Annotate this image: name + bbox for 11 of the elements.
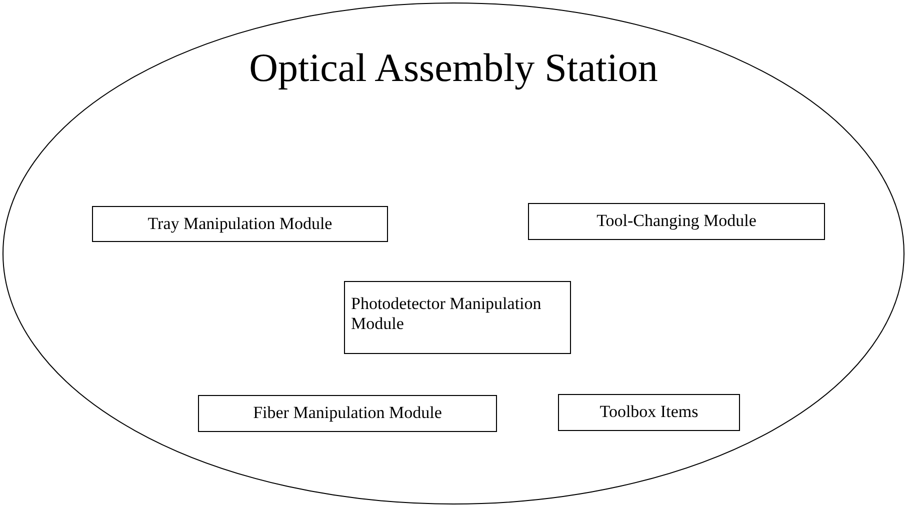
module-label: Fiber Manipulation Module xyxy=(253,403,442,422)
module-label: Toolbox Items xyxy=(600,402,698,421)
station-title: Optical Assembly Station xyxy=(248,44,659,91)
module-label: Tray Manipulation Module xyxy=(148,214,332,233)
module-box xyxy=(344,281,571,354)
module-label: Tool-Changing Module xyxy=(596,211,756,230)
module-box xyxy=(198,395,497,432)
module-box xyxy=(528,203,825,240)
module-label: Photodetector Manipulation Module xyxy=(351,294,542,333)
module-box xyxy=(558,394,740,431)
module-box xyxy=(92,206,388,242)
